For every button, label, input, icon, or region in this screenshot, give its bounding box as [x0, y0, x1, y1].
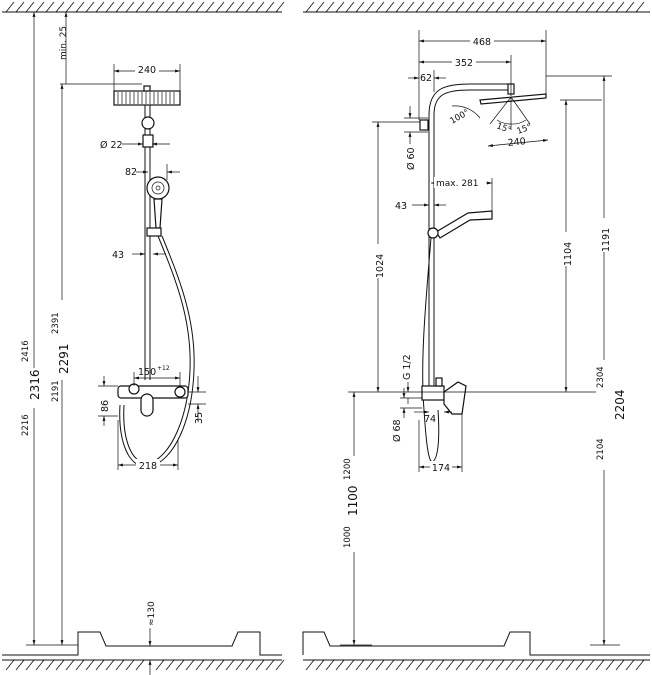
- dim-86-label: 86: [100, 400, 111, 412]
- dim-2191-label: 2191: [51, 380, 61, 402]
- dim-min25: min. 25: [59, 11, 142, 85]
- hand-shower-side: [427, 210, 493, 239]
- dim-15deg-b-label: 15°: [516, 122, 534, 137]
- dim-74-label: 74: [424, 414, 436, 425]
- dim-1191: 1191: [546, 75, 612, 392]
- dim-min25-label: min. 25: [59, 26, 69, 60]
- side-view: 468 352 62 100° 15° 15° 240: [302, 1, 650, 671]
- dim-240-side-label: 240: [507, 136, 526, 149]
- dim-2316-label: 2316: [28, 369, 42, 400]
- dim-43-side: 43: [395, 201, 446, 212]
- dim-g12-label: G 1/2: [402, 354, 413, 380]
- dim-d68: Ø 68: [392, 388, 422, 442]
- dim-468-label: 468: [473, 37, 491, 48]
- dim-62-label: 62: [420, 73, 432, 84]
- dim-d22-label: Ø 22: [100, 140, 123, 151]
- dim-1024-label: 1024: [375, 254, 386, 278]
- riser-arm-side: [419, 83, 515, 392]
- dim-1200-label: 1200: [343, 458, 353, 480]
- dim-240-front: 240: [113, 64, 181, 92]
- dim-82-label: 82: [125, 167, 137, 178]
- dim-max281-label: max. 281: [436, 179, 479, 189]
- dim-43-side-label: 43: [395, 201, 407, 212]
- dim-86: 86: [98, 376, 118, 426]
- dim-d22: Ø 22: [100, 140, 170, 151]
- dim-angles: 100° 15° 15° 240: [449, 105, 549, 149]
- dim-352-label: 352: [455, 58, 473, 69]
- mixer-body-front: [117, 383, 189, 417]
- dim-d60-label: Ø 60: [406, 147, 417, 170]
- overhead-shower-side: [479, 93, 547, 130]
- dim-468: 468: [418, 30, 547, 120]
- ceiling-line-right: [303, 1, 650, 13]
- dim-240-label: 240: [138, 65, 156, 76]
- dim-2104-label: 2104: [596, 438, 606, 460]
- dim-1191-label: 1191: [601, 228, 612, 252]
- ceiling-line-left: [2, 1, 285, 13]
- dim-2216-label: 2216: [21, 414, 31, 436]
- mixer-body-side: [421, 377, 467, 415]
- dim-1000-label: 1000: [343, 526, 353, 548]
- shower-hose-front: [123, 235, 191, 464]
- dim-1100-label: 1100: [346, 485, 360, 516]
- overhead-shower-front: [113, 85, 181, 106]
- dim-352: 352: [419, 55, 512, 96]
- dim-2204-label: 2204: [613, 389, 627, 420]
- dim-g12: G 1/2: [402, 354, 413, 404]
- dim-150-tolerance: +12: [157, 365, 170, 372]
- dim-d60: Ø 60: [404, 106, 428, 170]
- dim-2291-label: 2291: [57, 343, 71, 374]
- dim-1104: 1104: [558, 99, 602, 392]
- dim-15deg-a-label: 15°: [495, 121, 513, 136]
- dim-43-front: 43: [112, 250, 166, 261]
- dim-max281: max. 281: [431, 177, 493, 212]
- dim-130-label: ≈130: [147, 601, 157, 626]
- riser-pipe-front: [141, 105, 155, 380]
- dim-2416-label: 2416: [21, 340, 31, 362]
- dim-2391-label: 2391: [51, 312, 61, 334]
- dim-82: 82: [125, 164, 180, 180]
- front-view: 240 min. 25 Ø 22 82 43: [2, 1, 285, 675]
- dim-1104-label: 1104: [563, 242, 574, 266]
- shower-hose-side: [422, 237, 440, 463]
- dim-130: ≈130: [147, 601, 157, 675]
- floor-tray-left: [2, 631, 285, 671]
- dim-74: 74: [414, 410, 452, 425]
- dim-218: 218: [117, 420, 179, 472]
- dim-174: 174: [418, 414, 463, 474]
- dim-43-front-label: 43: [112, 250, 124, 261]
- dim-100deg-label: 100°: [449, 108, 472, 127]
- dim-35-label: 35: [194, 412, 205, 424]
- dim-1024: 1024: [370, 121, 420, 392]
- dim-62: 62: [408, 70, 446, 92]
- dim-height-inner: 2191 2291 2391: [48, 84, 76, 645]
- dim-174-label: 174: [432, 463, 450, 474]
- dim-height-outer: 2216 2316 2416: [20, 11, 78, 646]
- dim-2204: 2304 2204 2104: [590, 360, 627, 646]
- floor-tray-right: [302, 631, 650, 671]
- dim-35: 35: [188, 376, 206, 424]
- dim-d68-label: Ø 68: [392, 419, 403, 442]
- hand-shower-front: [146, 176, 170, 237]
- dim-2304-label: 2304: [596, 366, 606, 388]
- dim-150: 150 +12: [133, 365, 181, 386]
- dim-218-label: 218: [139, 461, 157, 472]
- dim-1100: 1200 1100 1000: [334, 392, 372, 646]
- dim-150-label: 150: [138, 367, 156, 378]
